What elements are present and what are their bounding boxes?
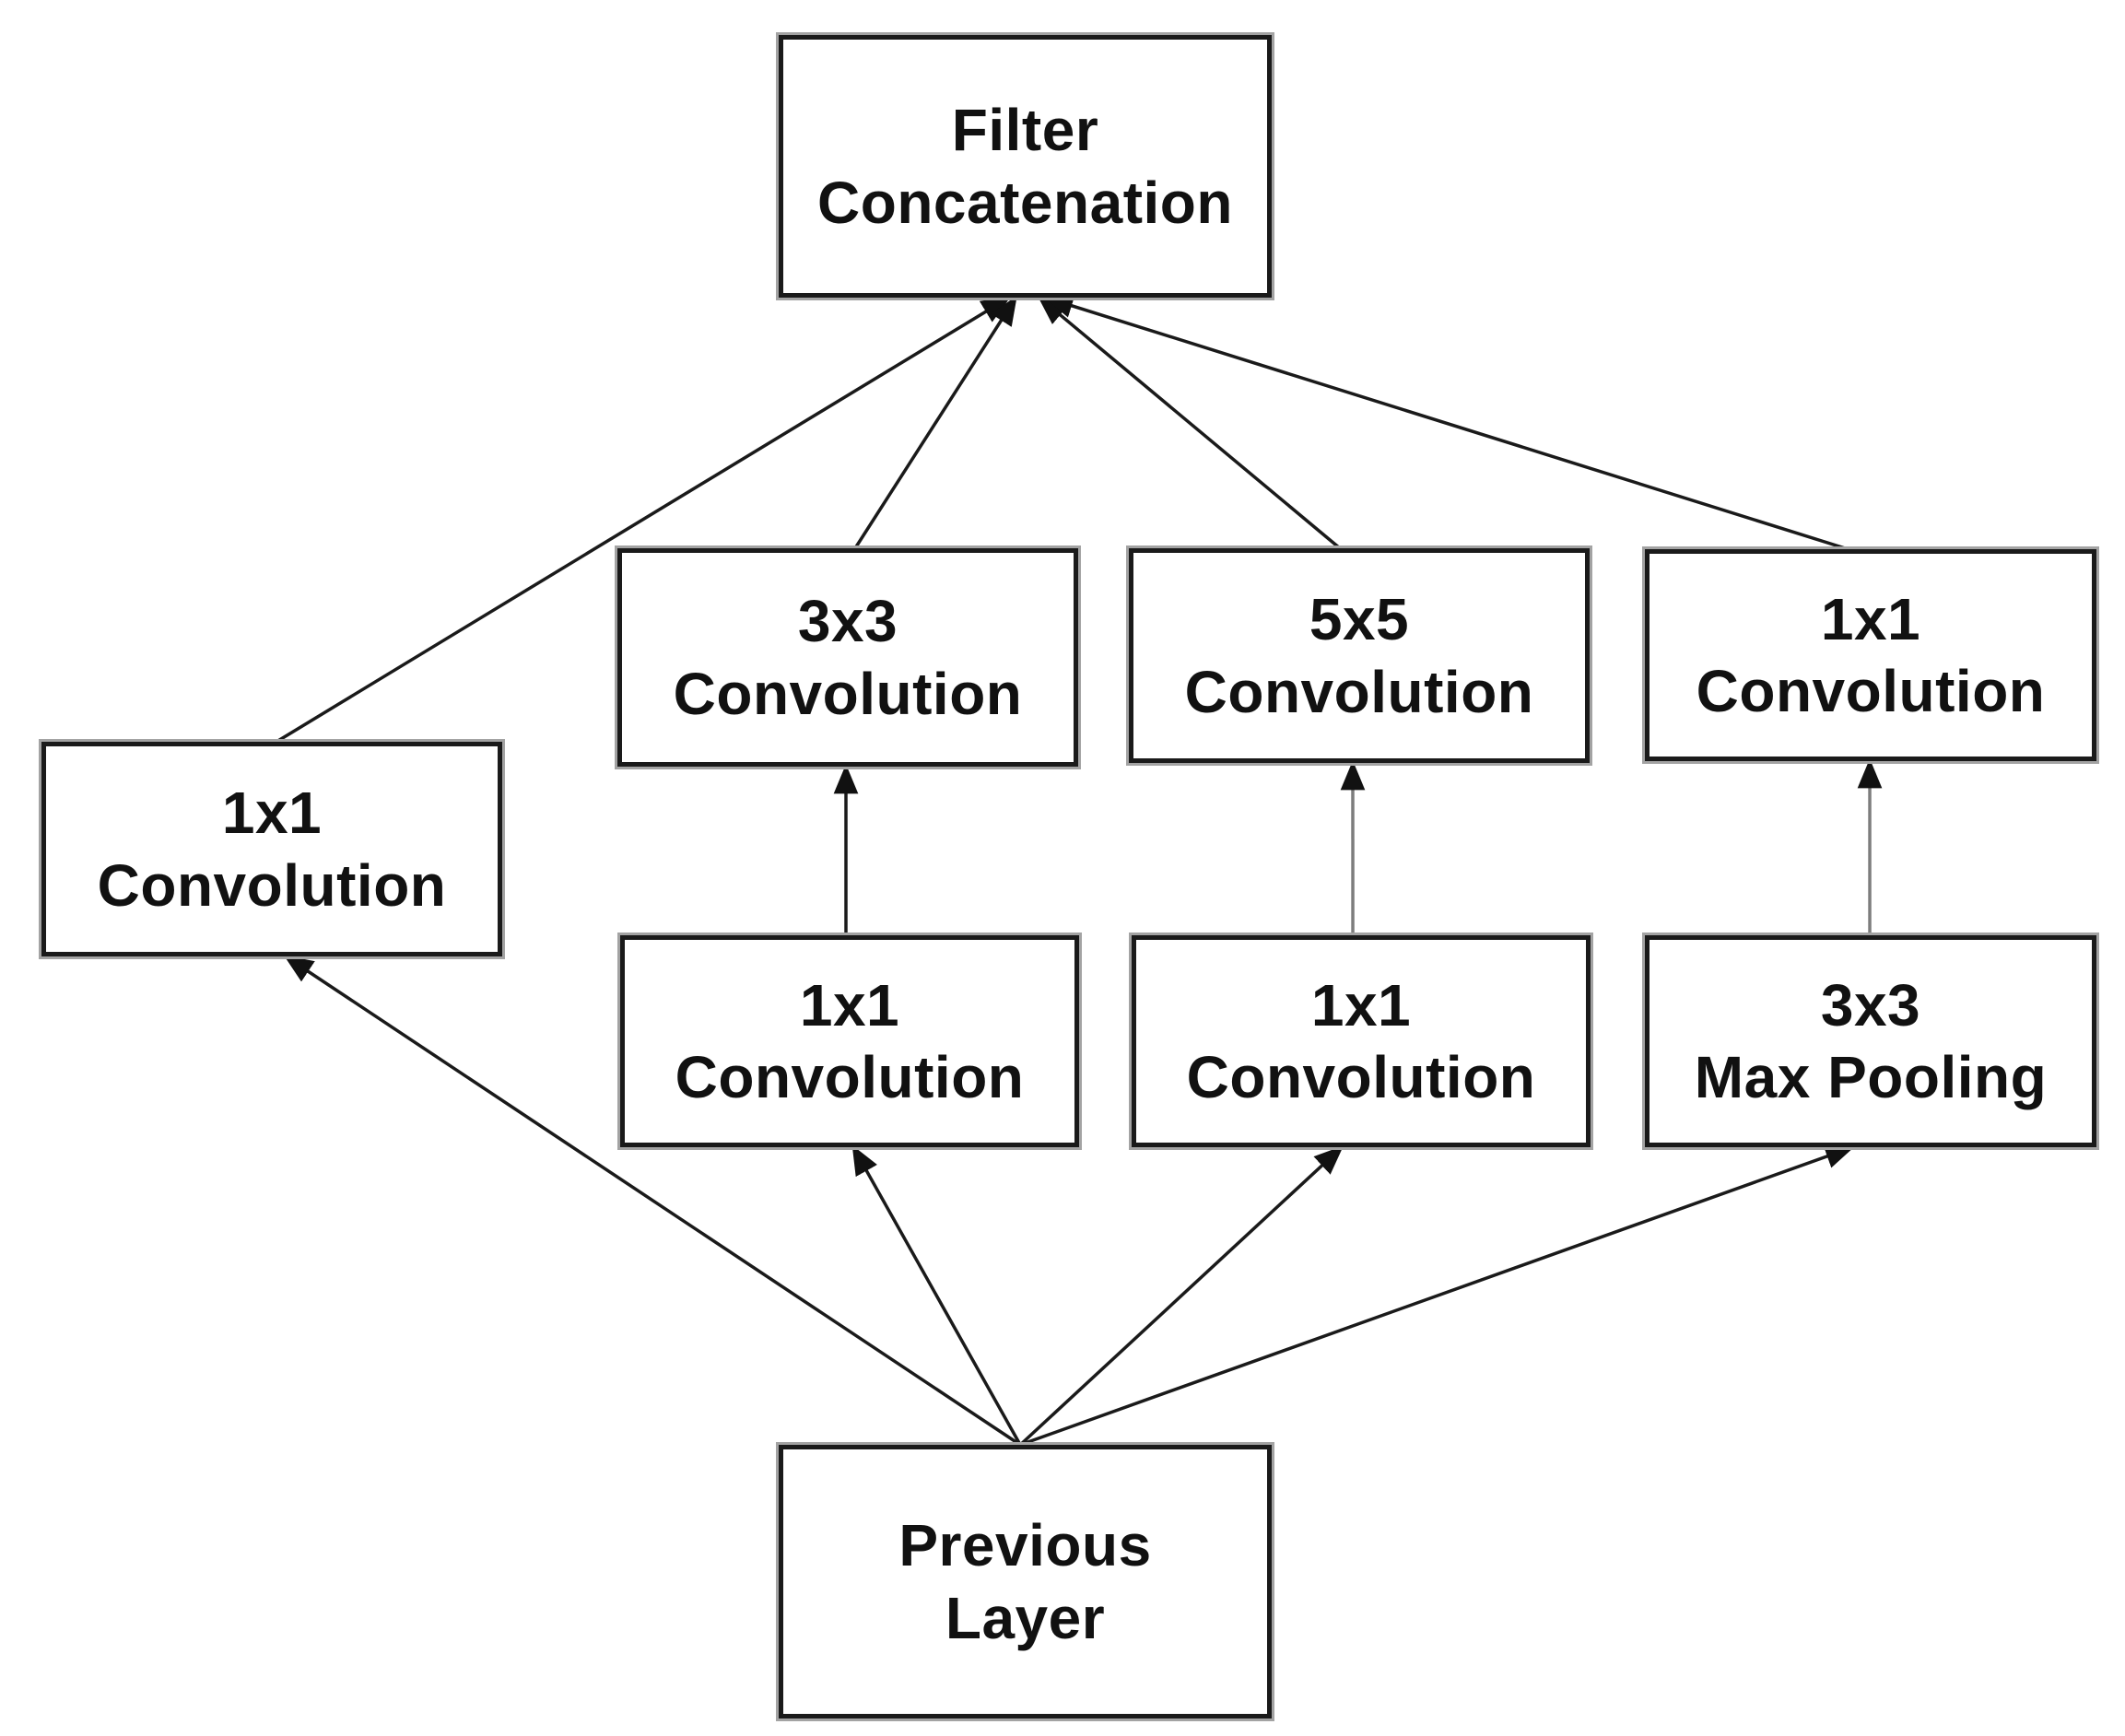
- node-label-line: 3x3: [797, 588, 898, 655]
- node-label-line: 1x1: [221, 780, 323, 847]
- node-label-line: Max Pooling: [1694, 1044, 2048, 1110]
- node-label-line: Convolution: [1184, 658, 1534, 725]
- node-1x1-convolution-left: 1x1 Convolution: [41, 742, 502, 956]
- node-label-line: Convolution: [1696, 658, 2046, 724]
- node-label-line: Convolution: [675, 1044, 1025, 1110]
- node-1x1-convolution-right: 1x1 Convolution: [1645, 549, 2096, 761]
- node-5x5-convolution: 5x5 Convolution: [1129, 548, 1590, 763]
- node-label-line: Convolution: [673, 660, 1023, 727]
- edge-arrow: [1037, 296, 1342, 550]
- edge-arrow: [1018, 1145, 1344, 1447]
- edge-arrow: [853, 295, 1017, 549]
- edge-arrow: [276, 296, 1012, 744]
- node-label-line: Previous: [898, 1512, 1152, 1579]
- node-filter-concatenation: Filter Concatenation: [779, 35, 1272, 298]
- node-label-line: 3x3: [1820, 971, 1921, 1038]
- node-label-line: 1x1: [1310, 971, 1412, 1038]
- edge-arrow: [1043, 294, 1849, 551]
- node-label-line: Concatenation: [817, 169, 1233, 236]
- node-1x1-convolution-mid-left: 1x1 Convolution: [620, 935, 1079, 1147]
- node-1x1-convolution-mid-right: 1x1 Convolution: [1132, 935, 1591, 1147]
- edge-arrow: [851, 1144, 1022, 1446]
- node-label-line: Filter: [951, 97, 1099, 164]
- node-label-line: Convolution: [1186, 1044, 1536, 1110]
- node-3x3-convolution: 3x3 Convolution: [617, 548, 1078, 767]
- edge-arrow: [283, 955, 1022, 1447]
- edge-arrow: [1019, 1144, 1855, 1447]
- node-label-line: 1x1: [799, 971, 900, 1038]
- node-label-line: Convolution: [97, 851, 447, 919]
- node-3x3-max-pooling: 3x3 Max Pooling: [1645, 935, 2096, 1147]
- node-label-line: 5x5: [1309, 586, 1410, 653]
- node-previous-layer: Previous Layer: [779, 1445, 1272, 1718]
- node-label-line: 1x1: [1820, 585, 1921, 652]
- node-label-line: Layer: [945, 1584, 1106, 1651]
